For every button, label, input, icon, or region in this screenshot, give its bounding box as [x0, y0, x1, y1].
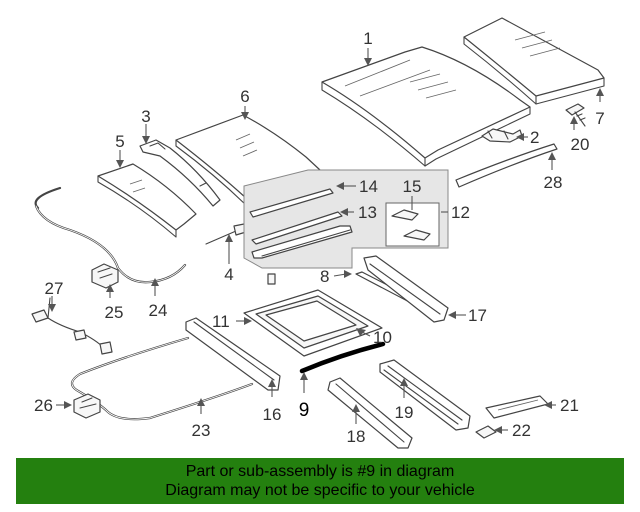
callout-4: 4 [224, 265, 233, 284]
callout-14: 14 [359, 177, 378, 196]
banner-line-1: Part or sub-assembly is #9 in diagram [185, 463, 455, 480]
callout-8: 8 [320, 267, 329, 286]
part-5-panel [97, 163, 197, 238]
part-2-bracket [481, 128, 523, 143]
callout-7: 7 [595, 109, 604, 128]
part-22-clip [475, 425, 497, 439]
group-box-12-15 [243, 169, 449, 285]
callout-21: 21 [560, 396, 579, 415]
info-banner: Part or sub-assembly is #9 in diagram Di… [16, 458, 624, 504]
callout-15: 15 [403, 177, 422, 196]
part-16-side-rail [185, 317, 281, 391]
callout-25: 25 [105, 303, 124, 322]
part-28-trim-strip [455, 143, 558, 188]
part-20-bolt [565, 103, 586, 127]
callout-12: 12 [451, 203, 470, 222]
part-21-deflector [485, 395, 549, 419]
part-19-rail [379, 359, 471, 431]
callout-10: 10 [373, 328, 392, 347]
callout-24: 24 [149, 301, 168, 320]
part-3-frame [139, 139, 221, 207]
parts-diagram: 1 2 3 4 5 6 7 8 9 10 11 12 13 14 15 16 1… [31, 17, 605, 449]
callout-6: 6 [240, 87, 249, 106]
callout-3: 3 [141, 107, 150, 126]
callout-11: 11 [212, 312, 230, 331]
banner-line-2: Diagram may not be specific to your vehi… [165, 482, 475, 499]
callout-28: 28 [544, 173, 563, 192]
part-18-lower-rail [327, 377, 413, 449]
callout-2: 2 [530, 128, 539, 147]
callout-1: 1 [363, 29, 372, 48]
part-9-highlighted-seal [299, 341, 386, 374]
part-1-glass-panel [321, 46, 531, 167]
part-27-wiring [31, 297, 113, 355]
callout-22: 22 [512, 421, 531, 440]
callout-27: 27 [45, 279, 64, 298]
callout-19: 19 [395, 403, 414, 422]
part-10-frame [243, 289, 383, 357]
callout-9: 9 [299, 400, 310, 421]
callout-17: 17 [468, 306, 487, 325]
callout-18: 18 [347, 427, 366, 446]
part-25-switch [91, 263, 119, 289]
leaders [48, 48, 604, 434]
callout-23: 23 [192, 421, 211, 440]
callout-labels: 1 2 3 4 5 6 7 8 9 10 11 12 13 14 15 16 1… [34, 29, 605, 446]
callout-5: 5 [115, 132, 124, 151]
callout-20: 20 [571, 135, 590, 154]
part-24-seal-hose [34, 186, 187, 284]
part-26-motor [73, 393, 101, 419]
callout-26: 26 [34, 396, 53, 415]
part-17-guide-rail [363, 255, 449, 323]
callout-16: 16 [263, 405, 282, 424]
part-7-rear-glass [463, 17, 605, 105]
callout-13: 13 [358, 203, 377, 222]
